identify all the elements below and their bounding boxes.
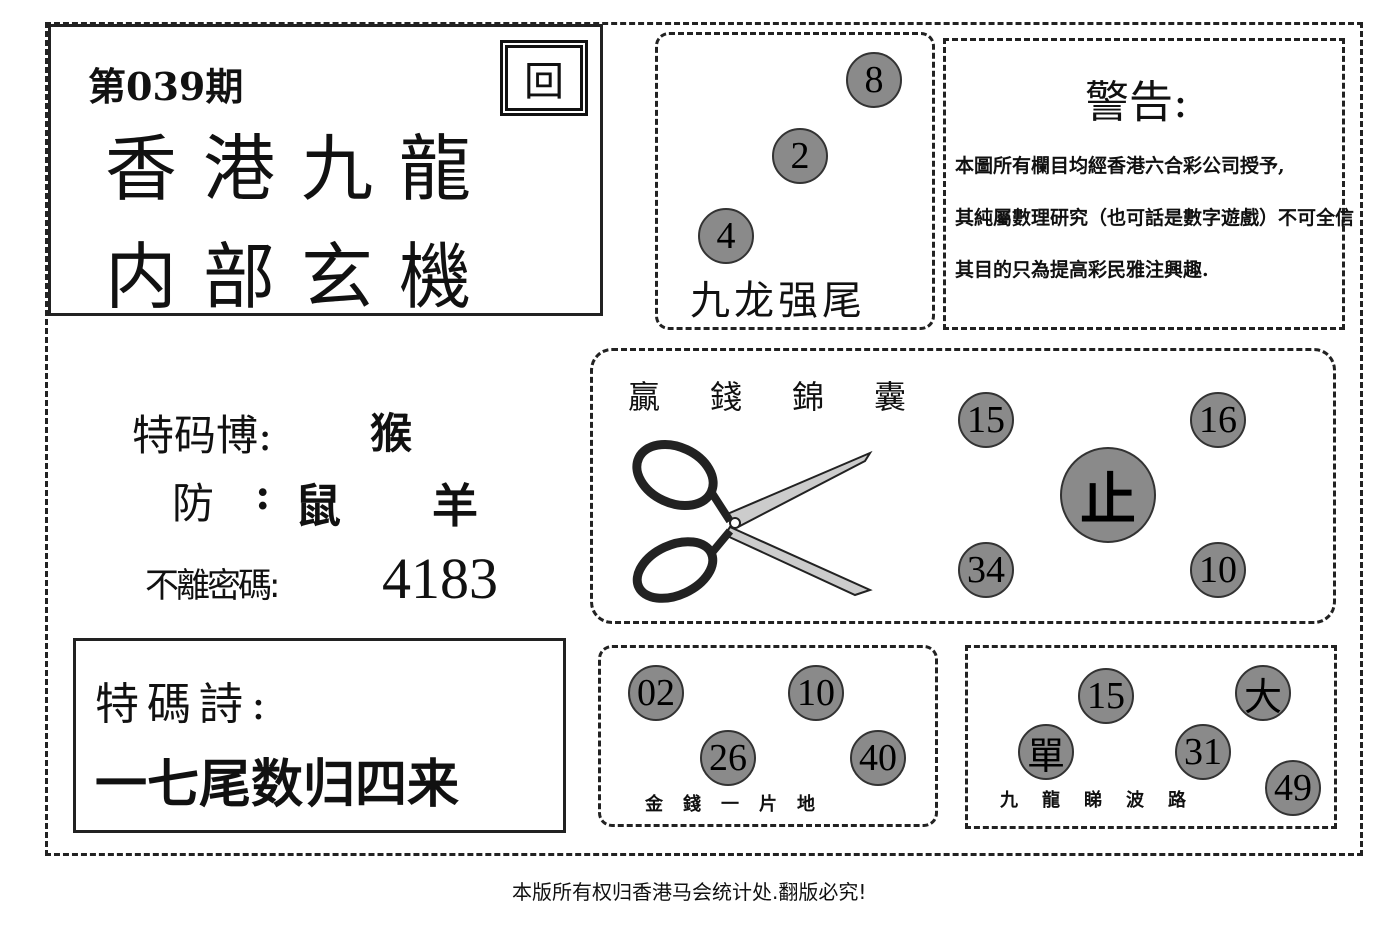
- money-box: [598, 645, 938, 827]
- warning-line: 其純屬數理研究（也可話是數字遊戲）不可全信: [955, 207, 1355, 229]
- warning-text: 本圖所有欄目均經香港六合彩公司授予, 其純屬數理研究（也可話是數字遊戲）不可全信…: [955, 140, 1354, 296]
- ball: 8: [846, 52, 902, 108]
- ball: 31: [1175, 724, 1231, 780]
- wave-box: [965, 645, 1337, 829]
- code-value: 4183: [382, 546, 498, 611]
- ball: 02: [628, 665, 684, 721]
- title-line-1: 香港九龍: [105, 127, 498, 211]
- scissors-title: 贏 錢 錦 囊: [628, 372, 906, 418]
- ball: 10: [1190, 542, 1246, 598]
- ball: 15: [1078, 668, 1134, 724]
- ball: 大: [1235, 665, 1291, 721]
- ball: 2: [772, 128, 828, 184]
- ball: 40: [850, 730, 906, 786]
- wave-caption: 九龍睇波路: [1000, 790, 1210, 811]
- ball: 4: [698, 208, 754, 264]
- ball: 49: [1265, 760, 1321, 816]
- code-label: 不離密碼:: [145, 566, 280, 606]
- scissors-box: [590, 348, 1336, 624]
- footer-copyright: 本版所有权归香港马会统计处.翻版必究!: [512, 880, 867, 904]
- ball: 10: [788, 665, 844, 721]
- stop-ball: 止: [1060, 447, 1156, 543]
- header-box: [48, 24, 603, 316]
- title-line-2: 内部玄機: [105, 235, 498, 319]
- special-zodiac: 猴: [370, 409, 413, 458]
- logo-glyph: 回: [524, 59, 564, 105]
- title-char: 囊: [874, 378, 907, 416]
- warning-title: 警告:: [1085, 77, 1188, 128]
- money-caption: 金錢一片地: [645, 794, 835, 815]
- guard-zodiac-2: 羊: [432, 479, 478, 533]
- ball: 15: [958, 392, 1014, 448]
- warning-box: [943, 38, 1345, 330]
- logo: 回: [500, 40, 588, 116]
- guard-colon: :: [255, 470, 271, 519]
- poem-text: 一七尾数归四来: [95, 755, 460, 815]
- poem-box: [73, 638, 566, 833]
- tail-box: [655, 32, 935, 330]
- guard-zodiac-1: 鼠: [295, 479, 341, 533]
- ball: 單: [1018, 724, 1074, 780]
- title-char: 錢: [710, 378, 743, 416]
- outer-frame: [45, 22, 1363, 856]
- warning-line: 其目的只為提高彩民雅注興趣.: [955, 259, 1209, 281]
- guard-label: 防: [172, 479, 215, 528]
- ball: 16: [1190, 392, 1246, 448]
- title-char: 錦: [792, 378, 825, 416]
- scissors-icon: [632, 440, 873, 603]
- poem-label: 特碼詩:: [95, 679, 274, 730]
- title-char: 贏: [628, 378, 661, 416]
- tail-caption: 九龙强尾: [690, 278, 866, 324]
- ball: 26: [700, 730, 756, 786]
- warning-line: 本圖所有欄目均經香港六合彩公司授予,: [955, 155, 1285, 177]
- issue-number: 第039期: [88, 64, 244, 109]
- special-label: 特码博:: [132, 411, 273, 460]
- ball: 34: [958, 542, 1014, 598]
